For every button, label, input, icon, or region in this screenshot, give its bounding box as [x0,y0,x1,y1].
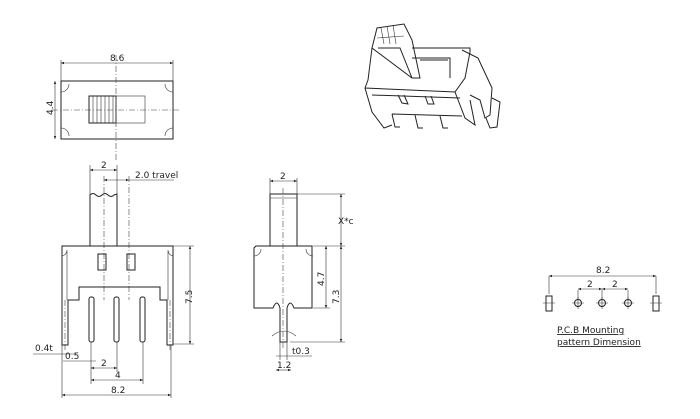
travel-label: 2.0 travel [135,171,178,181]
pin-thickness-label: 0.4t [35,344,53,354]
outer-pitch-label: 4 [115,371,121,381]
side-view: 2 X*c 4.7 7.3 t0.3 1.2 [253,172,354,372]
pcb-pitch-left-label: 2 [587,280,593,290]
pcb-caption-line1: P.C.B Mounting [557,326,624,336]
front-actuator-width-label: 2 [101,161,107,171]
pcb-pitch-right-label: 2 [612,280,618,290]
pitch-label: 2 [101,359,107,369]
total-height-label: 7.3 [332,290,342,304]
body-height-label: 4.7 [317,272,327,286]
pcb-pattern: 8.2 2 2 P.C.B Mounting pattern Dimension [543,266,662,348]
front-view: 2 2.0 travel 7.5 0.4t 0.5 2 4 8.2 [33,161,195,398]
top-view: 8.6 4.4 [46,54,180,160]
side-pin-thickness-label: t0.3 [292,347,310,357]
top-width-label: 8.6 [110,54,125,64]
top-height-label: 4.4 [46,100,56,115]
actuator-height-label: X*c [338,217,354,227]
overall-width-label: 8.2 [111,386,125,396]
pcb-overall-label: 8.2 [596,266,610,276]
pin-width-label: 0.5 [65,352,79,362]
front-height-label: 7.5 [185,290,195,304]
isometric-view [364,23,501,129]
side-actuator-width-label: 2 [280,172,286,182]
side-pin-width-label: 1.2 [277,361,291,371]
pcb-caption-line2: pattern Dimension [557,338,641,348]
